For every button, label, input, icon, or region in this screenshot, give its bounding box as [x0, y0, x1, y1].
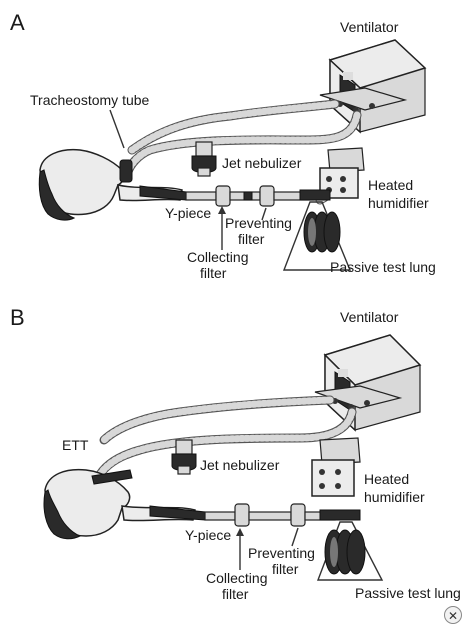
patient-head-b	[43, 468, 196, 540]
heated-humidifier-label-b-2: humidifier	[364, 489, 425, 505]
patient-head-a	[38, 148, 183, 221]
ventilator-b	[314, 334, 422, 432]
collecting-filter-label-a-2: filter	[200, 265, 227, 281]
collecting-filter-label-b-1: Collecting	[206, 570, 267, 586]
tracheostomy-tube-a	[119, 159, 133, 183]
preventing-pointer-b	[291, 527, 299, 547]
panel-b-letter: B	[10, 305, 25, 330]
collecting-filter-label-a-1: Collecting	[187, 249, 248, 265]
heated-humidifier-label-a-2: humidifier	[368, 195, 429, 211]
collecting-filter-label-b-2: filter	[222, 586, 249, 602]
jet-nebulizer-b	[171, 439, 197, 475]
panel-a-letter: A	[10, 10, 25, 35]
panel-a: A Ventilator Tracheostomy tube	[10, 10, 436, 281]
heated-humidifier-b	[311, 437, 361, 497]
panel-b: B Ventilator ETT	[10, 305, 461, 602]
airway-label-a: Tracheostomy tube	[30, 92, 150, 108]
airway-label-b: ETT	[62, 437, 89, 453]
heated-humidifier-label-b-1: Heated	[364, 471, 409, 487]
endotracheal-tube-b	[91, 469, 133, 485]
passive-test-lung-label-b: Passive test lung	[355, 585, 461, 601]
ventilator-label-a: Ventilator	[340, 19, 399, 35]
passive-test-lung-a	[282, 201, 352, 271]
ventilator-a	[319, 39, 427, 134]
inline-circuit-a	[139, 185, 331, 207]
jet-nebulizer-label-a: Jet nebulizer	[222, 155, 302, 171]
preventing-filter-label-a-2: filter	[238, 231, 265, 247]
jet-nebulizer-a	[191, 141, 217, 177]
heated-humidifier-label-a-1: Heated	[368, 177, 413, 193]
y-piece-label-b: Y-piece	[185, 527, 231, 543]
passive-test-lung-b	[316, 521, 384, 581]
jet-nebulizer-label-b: Jet nebulizer	[200, 457, 280, 473]
airway-pointer-a	[109, 109, 125, 149]
preventing-filter-label-b-1: Preventing	[248, 545, 315, 561]
preventing-filter-label-a-1: Preventing	[225, 215, 292, 231]
preventing-pointer-a	[261, 207, 267, 221]
inline-circuit-b	[149, 503, 361, 527]
close-icon[interactable]: ✕	[444, 606, 462, 624]
preventing-filter-label-b-2: filter	[272, 561, 299, 577]
ventilator-label-b: Ventilator	[340, 309, 399, 325]
passive-test-lung-label-a: Passive test lung	[330, 259, 436, 275]
y-piece-label-a: Y-piece	[165, 205, 211, 221]
